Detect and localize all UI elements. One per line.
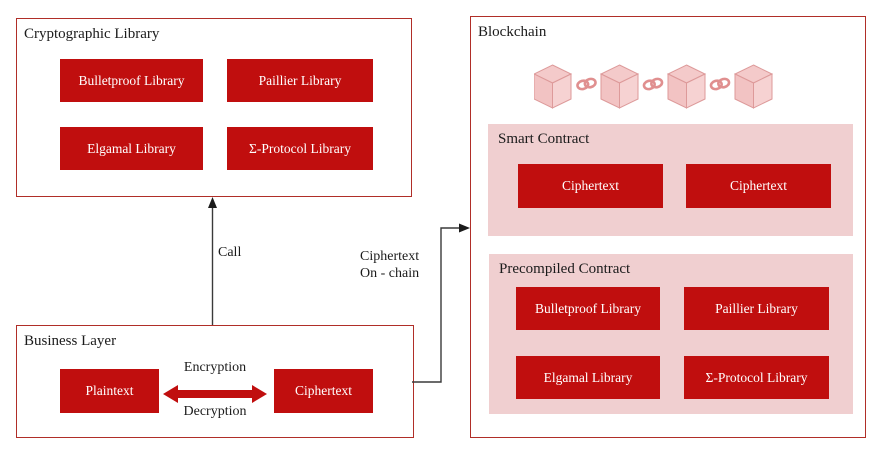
node-ciphertext-business: Ciphertext <box>274 369 373 413</box>
block-cube-icon <box>666 64 707 109</box>
chain-link-icon <box>642 77 664 91</box>
encryption-decryption-double-arrow-icon <box>163 385 267 403</box>
encryption-label: Encryption <box>183 360 247 375</box>
node-bulletproof-library: Bulletproof Library <box>60 59 203 102</box>
node-precompiled-bulletproof-library: Bulletproof Library <box>516 287 660 330</box>
node-precompiled-paillier-library: Paillier Library <box>684 287 829 330</box>
business-layer-box: Business Layer Plaintext Ciphertext Encr… <box>16 325 414 438</box>
precompiled-contract-section: Precompiled Contract Bulletproof Library… <box>489 254 853 414</box>
cryptographic-library-title: Cryptographic Library <box>24 26 160 42</box>
onchain-arrow <box>412 223 470 383</box>
cryptographic-library-box: Cryptographic Library Bulletproof Librar… <box>16 18 412 197</box>
node-precompiled-sigma-protocol-library: Σ-Protocol Library <box>684 356 829 399</box>
node-ciphertext-smart-contract-1: Ciphertext <box>518 164 663 208</box>
chain-link-icon <box>709 77 731 91</box>
smart-contract-section: Smart Contract Ciphertext Ciphertext <box>488 124 853 236</box>
blockchain-title: Blockchain <box>478 24 547 40</box>
onchain-arrow-label-line2: On - chain <box>360 266 420 281</box>
node-elgamal-library: Elgamal Library <box>60 127 203 170</box>
decryption-label: Decryption <box>183 404 247 419</box>
block-cube-icon <box>733 64 774 109</box>
block-cube-icon <box>599 64 640 109</box>
onchain-arrow-label: Ciphertext On - chain <box>360 248 419 282</box>
node-ciphertext-smart-contract-2: Ciphertext <box>686 164 831 208</box>
business-layer-title: Business Layer <box>24 333 117 349</box>
block-cube-icon <box>534 64 573 109</box>
precompiled-contract-title: Precompiled Contract <box>499 261 631 277</box>
chain-link-icon <box>576 77 597 91</box>
blockchain-blocks-row <box>534 64 774 109</box>
smart-contract-title: Smart Contract <box>498 131 590 147</box>
node-plaintext: Plaintext <box>60 369 159 413</box>
call-arrow <box>208 197 217 325</box>
node-sigma-protocol-library: Σ-Protocol Library <box>227 127 373 170</box>
call-arrow-label: Call <box>218 245 242 260</box>
node-precompiled-elgamal-library: Elgamal Library <box>516 356 660 399</box>
node-paillier-library: Paillier Library <box>227 59 373 102</box>
onchain-arrow-label-line1: Ciphertext <box>360 249 420 264</box>
blockchain-box: Blockchain <box>470 16 866 438</box>
